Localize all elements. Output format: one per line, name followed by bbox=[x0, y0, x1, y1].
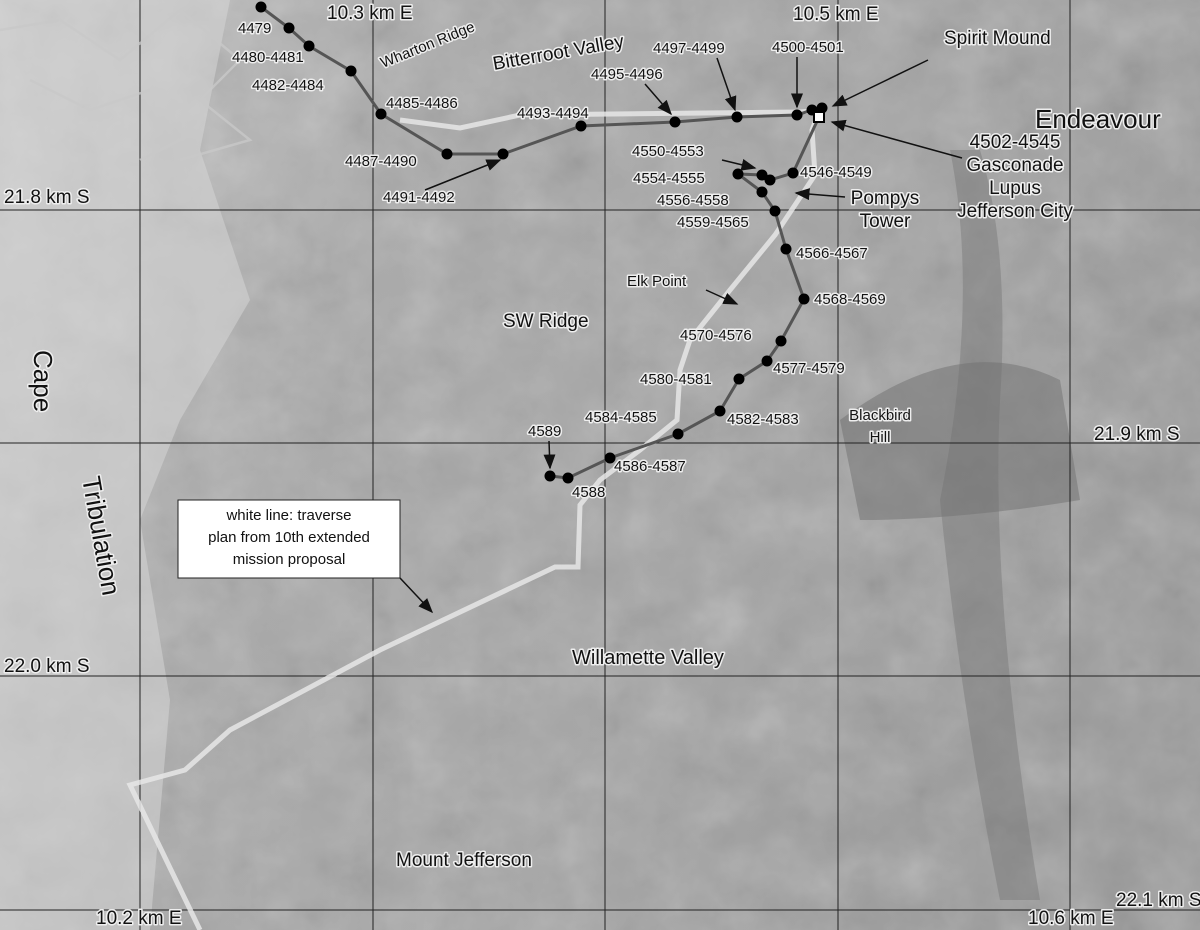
sol-label: 4582-4583 bbox=[727, 411, 799, 428]
sol-label: 4556-4558 bbox=[657, 192, 729, 209]
sol-label: 4570-4576 bbox=[680, 327, 752, 344]
sol-label: 4493-4494 bbox=[517, 105, 589, 122]
stop-marker bbox=[780, 243, 792, 255]
note-box: white line: traverse plan from 10th exte… bbox=[177, 499, 401, 579]
grid-label: 21.9 km S bbox=[1094, 424, 1180, 445]
stop-marker bbox=[345, 65, 357, 77]
note-line: white line: traverse bbox=[225, 507, 351, 524]
grid-label: 21.8 km S bbox=[4, 187, 90, 208]
sol-label: 4480-4481 bbox=[232, 49, 304, 66]
stop-marker bbox=[791, 109, 803, 121]
sol-label: 4568-4569 bbox=[814, 291, 886, 308]
sol-label: 4550-4553 bbox=[632, 143, 704, 160]
place-spirit-mound: Spirit Mound bbox=[944, 28, 1051, 49]
sol-label: 4546-4549 bbox=[800, 164, 872, 181]
sol-label: 4584-4585 bbox=[585, 409, 657, 426]
sol-label: 4482-4484 bbox=[252, 77, 324, 94]
stop-marker bbox=[544, 470, 556, 482]
place-blackbird-hill: Blackbird bbox=[849, 407, 911, 424]
sol-label: 4559-4565 bbox=[677, 214, 749, 231]
stop-marker bbox=[604, 452, 616, 464]
grid-label: 10.2 km E bbox=[96, 908, 182, 929]
stop-marker bbox=[714, 405, 726, 417]
site-label: Jefferson City bbox=[957, 201, 1073, 222]
stop-marker bbox=[732, 168, 744, 180]
grid-label: 10.6 km E bbox=[1028, 908, 1114, 929]
place-blackbird-hill: Hill bbox=[870, 429, 891, 446]
place-pompys-tower: Pompys bbox=[851, 188, 920, 209]
arrows bbox=[399, 57, 963, 614]
grid-labels: 10.3 km E 10.5 km E 21.8 km S 21.9 km S … bbox=[3, 2, 1200, 930]
sol-label: 4580-4581 bbox=[640, 371, 712, 388]
previous-traverse bbox=[0, 8, 253, 162]
note-line: plan from 10th extended bbox=[208, 529, 370, 546]
stop-marker bbox=[303, 40, 315, 52]
sol-label: 4586-4587 bbox=[614, 458, 686, 475]
sol-labels: 4479 4480-4481 4482-4484 4485-4486 4487-4490… bbox=[231, 19, 888, 503]
note-line: mission proposal bbox=[233, 551, 346, 568]
stop-marker bbox=[255, 1, 267, 13]
stop-marker bbox=[764, 174, 776, 186]
stop-marker bbox=[672, 428, 684, 440]
sol-label: 4589 bbox=[528, 423, 561, 440]
sol-label: 4485-4486 bbox=[386, 95, 458, 112]
stop-marker bbox=[769, 205, 781, 217]
place-willamette-valley: Willamette Valley bbox=[572, 647, 724, 669]
stop-marker bbox=[756, 169, 768, 181]
stop-marker bbox=[816, 102, 828, 114]
stop-marker bbox=[669, 116, 681, 128]
stop-marker bbox=[733, 373, 745, 385]
place-pompys-tower: Tower bbox=[860, 211, 911, 232]
sol-label: 4497-4499 bbox=[653, 40, 725, 57]
grid-label: 10.3 km E bbox=[327, 3, 413, 24]
sol-label: 4487-4490 bbox=[345, 153, 417, 170]
sol-label: 4495-4496 bbox=[591, 66, 663, 83]
stop-marker bbox=[375, 108, 387, 120]
stop-marker bbox=[761, 355, 773, 367]
site-label: 4502-4545 bbox=[970, 132, 1061, 153]
grid-label: 10.5 km E bbox=[793, 4, 879, 25]
stop-marker bbox=[441, 148, 453, 160]
stop-marker bbox=[562, 472, 574, 484]
place-endeavour: Endeavour bbox=[1035, 104, 1161, 134]
sol-label: 4500-4501 bbox=[772, 39, 844, 56]
place-cape: Cape bbox=[28, 350, 58, 412]
place-mount-jefferson: Mount Jefferson bbox=[396, 850, 532, 871]
stop-markers bbox=[255, 1, 828, 484]
stop-marker bbox=[775, 335, 787, 347]
sol-label: 4479 bbox=[238, 20, 271, 37]
stop-marker bbox=[787, 167, 799, 179]
site-square-marker bbox=[813, 111, 825, 123]
stop-marker bbox=[497, 148, 509, 160]
grid-label: 22.0 km S bbox=[4, 656, 90, 677]
sol-label: 4588 bbox=[572, 484, 605, 501]
stop-marker bbox=[798, 293, 810, 305]
sol-label: 4577-4579 bbox=[773, 360, 845, 377]
place-sw-ridge: SW Ridge bbox=[503, 311, 589, 332]
rover-traverse-line bbox=[260, 5, 825, 480]
place-elk-point: Elk Point bbox=[627, 273, 687, 290]
sol-label: 4554-4555 bbox=[633, 170, 705, 187]
stop-marker bbox=[731, 111, 743, 123]
grid-label: 22.1 km S bbox=[1116, 890, 1200, 911]
sol-label: 4491-4492 bbox=[383, 189, 455, 206]
sol-label: 4566-4567 bbox=[796, 245, 868, 262]
stop-marker bbox=[756, 186, 768, 198]
stop-marker bbox=[283, 22, 295, 34]
site-label: Lupus bbox=[989, 178, 1041, 199]
site-label: Gasconade bbox=[966, 155, 1063, 176]
stop-marker bbox=[575, 120, 587, 132]
